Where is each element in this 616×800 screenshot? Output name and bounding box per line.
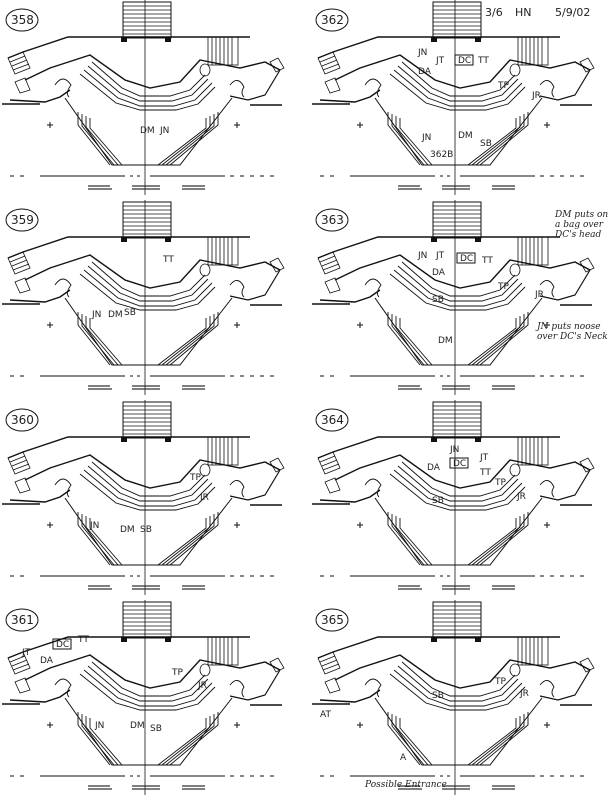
actor-label: DM (458, 131, 473, 141)
actor-label: A (400, 753, 407, 763)
actor-label: JN (421, 133, 431, 143)
actor-label: TT (77, 635, 89, 645)
actor-label: JR (519, 689, 529, 699)
cue-number-circle (5, 8, 39, 32)
actor-label: AT (320, 710, 331, 720)
actor-label: JT (21, 648, 31, 658)
cue-number: 362 (321, 13, 344, 27)
dc-box (454, 54, 474, 66)
actor-label: SB (432, 691, 444, 701)
actor-label: JN (417, 48, 427, 58)
stage-diagram (311, 599, 595, 796)
cue-number: 364 (321, 413, 344, 427)
actor-label: JR (199, 493, 209, 503)
cue-number: 365 (321, 613, 344, 627)
actor-label: JT (435, 251, 445, 261)
actor-label: SB (150, 724, 162, 734)
actor-label: JR (197, 681, 207, 691)
stage-diagram (1, 599, 285, 796)
actor-label: DM (130, 721, 145, 731)
note-365-entrance: Possible Entrance (365, 780, 447, 790)
actor-label: TP (189, 473, 201, 483)
cue-number: 358 (11, 13, 34, 27)
actor-label: DC (458, 56, 471, 66)
cue-number: 359 (11, 213, 34, 227)
actor-label: JN (89, 521, 99, 531)
cue-number-circle (315, 608, 349, 632)
stage-diagram (1, 199, 285, 396)
stage-diagram (311, 0, 595, 196)
actor-label: TP (497, 282, 509, 292)
header-page: 3/6 (485, 6, 503, 19)
actor-label: JN (91, 310, 101, 320)
note-363-noose: JN puts noose over DC's Neck (537, 322, 608, 342)
actor-label: DM (438, 336, 453, 346)
actor-label: TP (497, 81, 509, 91)
actor-label: DA (427, 463, 441, 473)
actor-label: SB (124, 308, 136, 318)
actor-label: 362B (430, 150, 453, 160)
actor-label: DA (418, 67, 432, 77)
note-363-bag: DM puts on a bag over DC's head (555, 210, 609, 240)
actor-label: JT (479, 453, 489, 463)
cue-number-circle (5, 608, 39, 632)
actor-label: TP (494, 478, 506, 488)
actor-label: DC (453, 459, 466, 469)
cue-number-circle (5, 208, 39, 232)
actor-label: TP (494, 677, 506, 687)
stage-diagram (311, 399, 595, 596)
stage-diagram (1, 399, 285, 596)
actor-label: JR (516, 492, 526, 502)
actor-label: TT (477, 56, 489, 66)
cue-number: 363 (321, 213, 344, 227)
actor-label: JN (94, 721, 104, 731)
actor-label: DC (56, 640, 69, 650)
cue-number-circle (315, 8, 349, 32)
actor-label: SB (432, 496, 444, 506)
actor-label: JN (449, 445, 459, 455)
cue-number-circle (315, 208, 349, 232)
actor-label: JR (531, 91, 541, 101)
actor-label: DM (140, 126, 155, 136)
actor-label: SB (432, 295, 444, 305)
actor-label: DA (40, 656, 54, 666)
actor-label: TP (171, 668, 183, 678)
header-date: 5/9/02 (555, 6, 590, 19)
actor-label: JT (435, 56, 445, 66)
actor-label: DM (120, 525, 135, 535)
stage-diagram (1, 0, 285, 196)
actor-label: DM (108, 310, 123, 320)
actor-label: DA (432, 268, 446, 278)
actor-label: TT (479, 468, 491, 478)
actor-label: SB (140, 525, 152, 535)
actor-label: TT (481, 256, 493, 266)
actor-label: SB (480, 139, 492, 149)
header-initials: HN (515, 6, 532, 19)
cue-number: 360 (11, 413, 34, 427)
dc-box (456, 252, 476, 264)
dc-box (449, 457, 469, 469)
cue-number-circle (315, 408, 349, 432)
actor-label: JR (534, 290, 544, 300)
cue-number-circle (5, 408, 39, 432)
stage-diagram (311, 199, 595, 396)
cue-number: 361 (11, 613, 34, 627)
actor-label: JN (159, 126, 169, 136)
dc-box (52, 638, 72, 650)
actor-label: DC (460, 254, 473, 264)
actor-label: TT (162, 255, 174, 265)
actor-label: JN (417, 251, 427, 261)
